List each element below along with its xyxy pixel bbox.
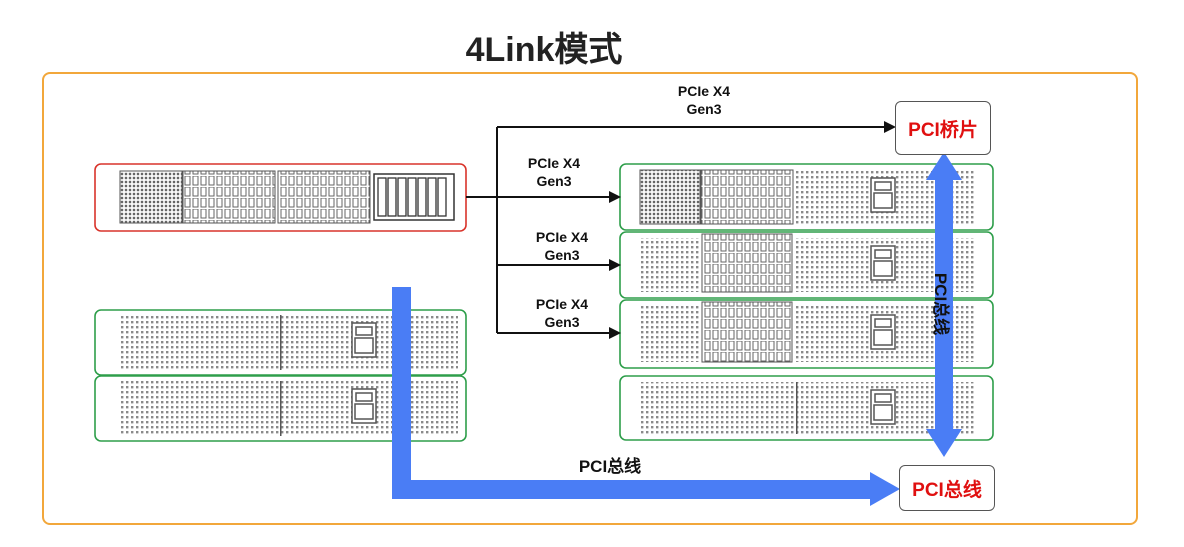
link-label-line: Gen3 [544, 314, 580, 330]
link-label-1: PCIe X4 Gen3 [514, 154, 594, 190]
pci-bus-label-horizontal: PCI总线 [578, 457, 642, 476]
link-label-line: Gen3 [686, 101, 722, 117]
pci-bus-arrow-horizontal [392, 287, 900, 506]
pci-bus-box: PCI总线 [899, 465, 995, 511]
link-label-3: PCIe X4 Gen3 [522, 295, 602, 331]
link-label-line: PCIe X4 [677, 83, 731, 99]
pcie-link-lines [466, 126, 888, 334]
diagram-frame [42, 72, 1138, 525]
link-label-2: PCIe X4 Gen3 [522, 228, 602, 264]
link-label-line: PCIe X4 [535, 296, 589, 312]
pci-bridge-box: PCI桥片 [895, 101, 991, 155]
pcie-arrowheads [609, 121, 896, 339]
source-board [94, 163, 467, 232]
link-label-line: PCIe X4 [527, 155, 581, 171]
link-label-line: PCIe X4 [535, 229, 589, 245]
left-board-2 [94, 375, 467, 442]
link-label-line: Gen3 [536, 173, 572, 189]
target-board-2 [619, 231, 994, 299]
link-label-line: Gen3 [544, 247, 580, 263]
pci-bus-arrow-vertical [926, 152, 962, 457]
pci-bus-label-vertical: PCI总线 [931, 272, 950, 336]
target-board-1 [619, 163, 994, 231]
diagram-title: 4Link模式 [465, 31, 623, 69]
link-label-bridge: PCIe X4 Gen3 [664, 82, 744, 118]
left-board-1 [94, 309, 467, 376]
